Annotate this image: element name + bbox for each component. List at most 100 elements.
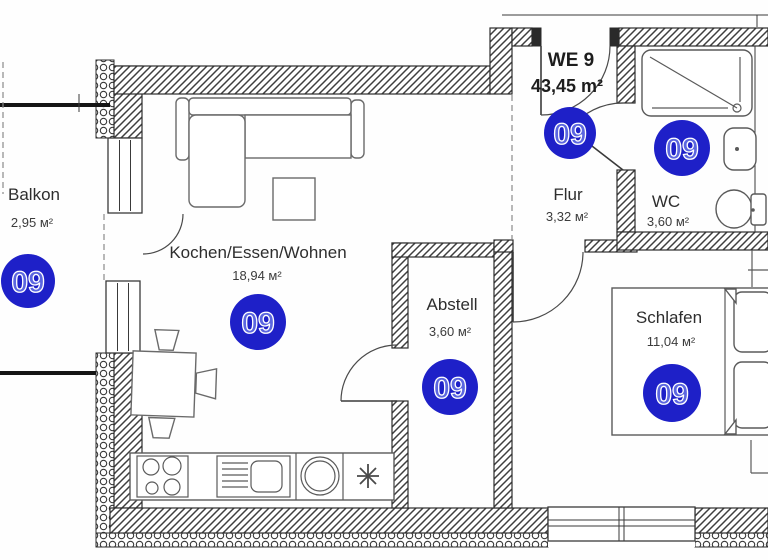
insulation-band (95, 59, 115, 139)
insulation-band (95, 352, 115, 534)
window-frame (105, 280, 141, 354)
wc-wall-bottom (616, 231, 768, 251)
badge-number: 09 (11, 266, 44, 299)
toilet-tank (750, 193, 767, 226)
wc-wall-left (616, 45, 636, 104)
sofa-armrest (175, 97, 190, 161)
badge-number: 09 (553, 118, 586, 151)
badge-circle (654, 120, 710, 176)
room-area-label: 3,60 м² (429, 324, 472, 339)
coffee-table (272, 177, 316, 221)
unit-badge: 09 (643, 364, 701, 422)
unit-badge: 09 (1, 254, 55, 308)
insulation-band (95, 532, 549, 548)
kitchen-sink-unit (216, 455, 291, 498)
door-jamb (531, 27, 542, 47)
badge-circle (422, 359, 478, 415)
shower-tray (641, 49, 753, 117)
dining-set (130, 328, 218, 439)
bedroom-door-arc (512, 251, 584, 323)
exterior-wall-bottom (694, 507, 768, 534)
unit-badge: 09 (544, 107, 596, 159)
stove-burner (162, 456, 182, 476)
basin-drain (735, 147, 739, 151)
balcony-door-arc (142, 213, 184, 255)
badge-circle (230, 294, 286, 350)
badge-circle (1, 254, 55, 308)
unit-badge: 09 (422, 359, 478, 415)
insulation-band (694, 532, 768, 548)
room-name-label: Schlafen (636, 308, 702, 327)
flur-wall-bottom (493, 239, 514, 253)
badge-number: 09 (655, 378, 688, 411)
sofa-backrest (188, 97, 352, 116)
unit-badge: 09 (654, 120, 710, 176)
blanket-fold (723, 288, 737, 306)
abstell-wall-right (493, 242, 513, 509)
asterisk-symbol (357, 464, 379, 488)
kitchen-counter (129, 452, 395, 501)
wash-basin (723, 127, 757, 171)
dining-table (130, 350, 197, 418)
stove-burner (163, 478, 181, 496)
room-name-label: Flur (553, 185, 583, 204)
washing-machine-drum (304, 460, 336, 492)
room-wc: 09 WC 3,60 м² (647, 120, 710, 229)
sofa-seat (244, 114, 352, 159)
bed (611, 250, 768, 474)
toilet-dot (751, 208, 755, 212)
badge-number: 09 (665, 133, 698, 166)
chair (147, 416, 176, 439)
balcony-door-frame (107, 137, 143, 214)
room-area-label: 3,32 м² (546, 209, 589, 224)
room-wohnen: Kochen/Essen/Wohnen 18,94 м² 09 (169, 243, 347, 350)
balcony-outline (0, 62, 110, 375)
unit-info: WE 9 43,45 m² (531, 50, 603, 96)
chair (154, 328, 180, 352)
room-area-label: 11,04 м² (647, 334, 696, 349)
pillow (733, 361, 768, 429)
wc-fixtures (641, 49, 767, 229)
shower-diagonal (649, 56, 738, 109)
washing-machine (300, 456, 340, 496)
toilet-bowl (715, 189, 753, 229)
room-abstell: Abstell 3,60 м² 09 (422, 295, 478, 415)
blanket-fold (723, 417, 737, 435)
stove (136, 455, 189, 498)
stove-burner (145, 481, 159, 495)
room-area-label: 18,94 м² (232, 268, 282, 283)
exterior-wall-bottom (109, 507, 549, 534)
unit-label: WE 9 (548, 50, 594, 71)
room-flur: 09 Flur 3,32 м² (544, 107, 596, 224)
sink-basin (250, 460, 283, 493)
entry-wall-top (511, 27, 533, 47)
exterior-wall-top (113, 65, 491, 95)
badge-number: 09 (433, 372, 466, 405)
abstell-wall-left (391, 242, 409, 349)
door-jamb (609, 27, 620, 47)
sofa-chaise (188, 114, 246, 208)
unit-badge: 09 (230, 294, 286, 350)
pillow (733, 291, 768, 353)
wall-step (489, 27, 513, 95)
walls (95, 14, 768, 548)
room-name-label: Balkon (8, 185, 60, 204)
badge-circle (544, 107, 596, 159)
sofa (175, 97, 365, 208)
bottom-window-frame (547, 506, 696, 542)
room-area-label: 2,95 м² (11, 215, 54, 230)
wc-wall-top (618, 27, 768, 47)
room-area-label: 3,60 м² (647, 214, 690, 229)
sofa-armrest (350, 99, 365, 159)
shower-drain (732, 103, 742, 113)
badge-number: 09 (241, 307, 274, 340)
unit-area-label: 43,45 m² (531, 76, 603, 96)
room-balkon: Balkon 2,95 м² 09 (1, 185, 60, 308)
windows (103, 95, 696, 547)
room-name-label: WC (652, 192, 680, 211)
wc-wall-left (616, 169, 636, 233)
room-schlafen: Schlafen 11,04 м² 09 (636, 308, 702, 422)
chair (194, 367, 218, 400)
